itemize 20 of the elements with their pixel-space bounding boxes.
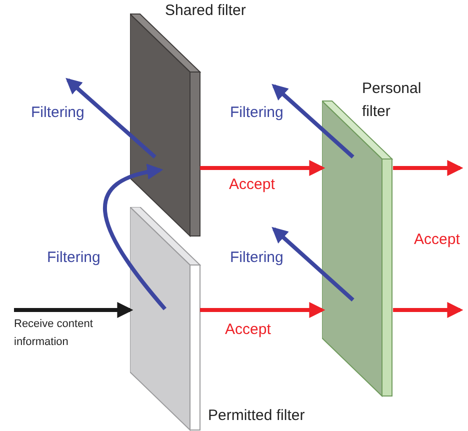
panel-label: Shared filter [165,2,246,19]
edge-label: Filtering [229,104,284,121]
edge-label: Filtering [229,249,284,266]
arrow [103,164,167,310]
edge-label: Filtering [30,104,86,121]
note-text: Accept [413,231,461,248]
arrow [200,302,326,318]
panel-label: Permitted filter [208,407,305,424]
caption-text: Receive content information [14,316,106,366]
arrow [66,78,156,158]
arrow [272,84,354,158]
edge-label: Filtering [46,249,102,266]
arrow [14,302,134,318]
panel-label: Personal filter [362,79,422,122]
arrow [200,160,326,176]
arrow [393,160,464,176]
edge-label: Accept [228,176,276,193]
arrow [272,226,354,302]
arrow [393,302,464,318]
edge-label: Accept [224,321,272,338]
